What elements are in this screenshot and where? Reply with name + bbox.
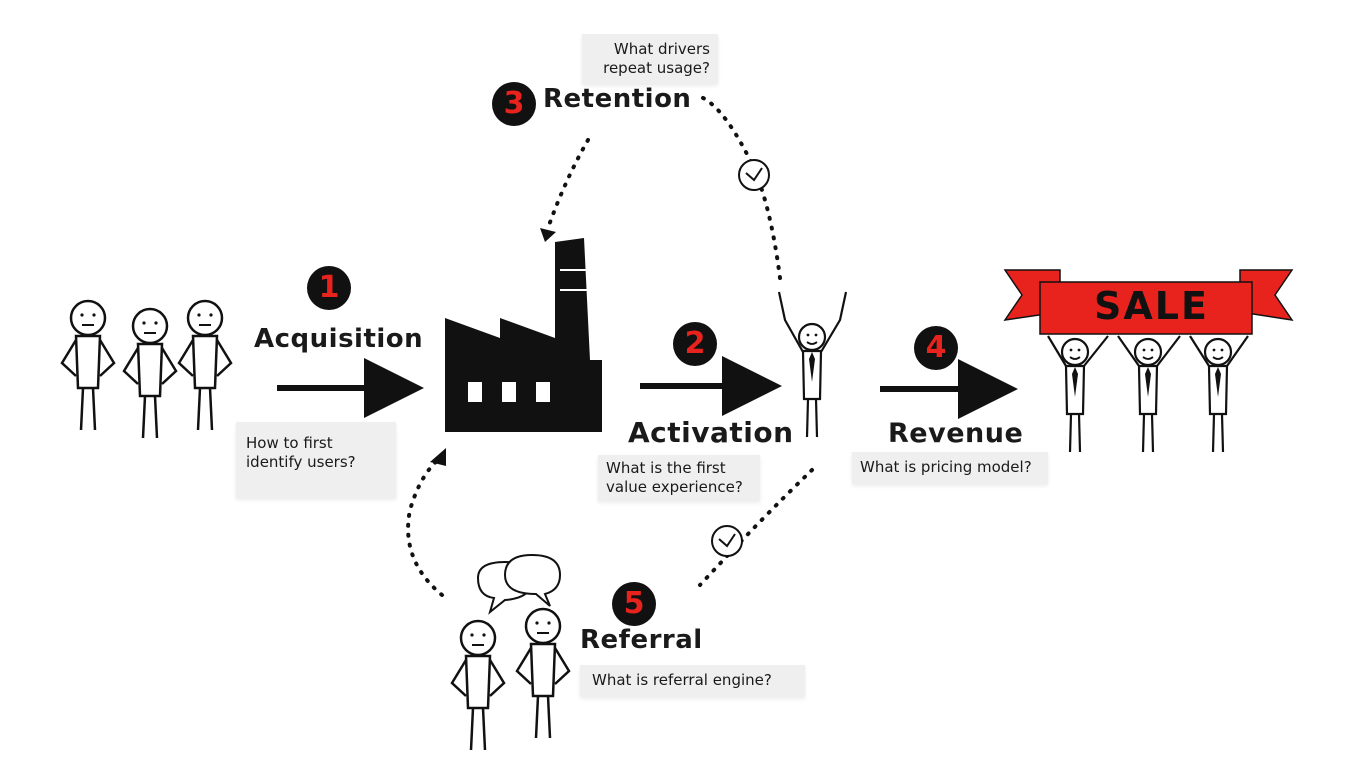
acquisition-question: How to first identify users? (236, 422, 396, 498)
acquisition-label: Acquisition (254, 324, 424, 354)
revenue-label: Revenue (888, 418, 1024, 449)
step-1-badge: 1 (307, 266, 351, 310)
speech-bubble-icon (476, 553, 562, 615)
acquisition-figures (60, 299, 233, 440)
activation-question: What is the first value experience? (598, 455, 760, 501)
referral-label: Referral (580, 625, 703, 655)
step-3-badge: 3 (492, 82, 536, 126)
retention-question: What drivers repeat usage? (582, 34, 718, 84)
activation-label: Activation (628, 416, 794, 449)
banner-icon (1003, 269, 1294, 454)
step-2-badge: 2 (673, 322, 717, 366)
activated-person (777, 291, 848, 439)
step-5-badge: 5 (612, 582, 656, 626)
clock-icon (711, 525, 743, 557)
referral-figures (450, 607, 571, 752)
sale-banner-text: SALE (1094, 284, 1209, 328)
retention-label: Retention (543, 84, 692, 114)
step-4-badge: 4 (914, 326, 958, 370)
factory-icon (445, 238, 602, 432)
referral-question: What is referral engine? (580, 665, 805, 697)
revenue-question: What is pricing model? (852, 452, 1048, 484)
clock-icon (738, 159, 770, 191)
